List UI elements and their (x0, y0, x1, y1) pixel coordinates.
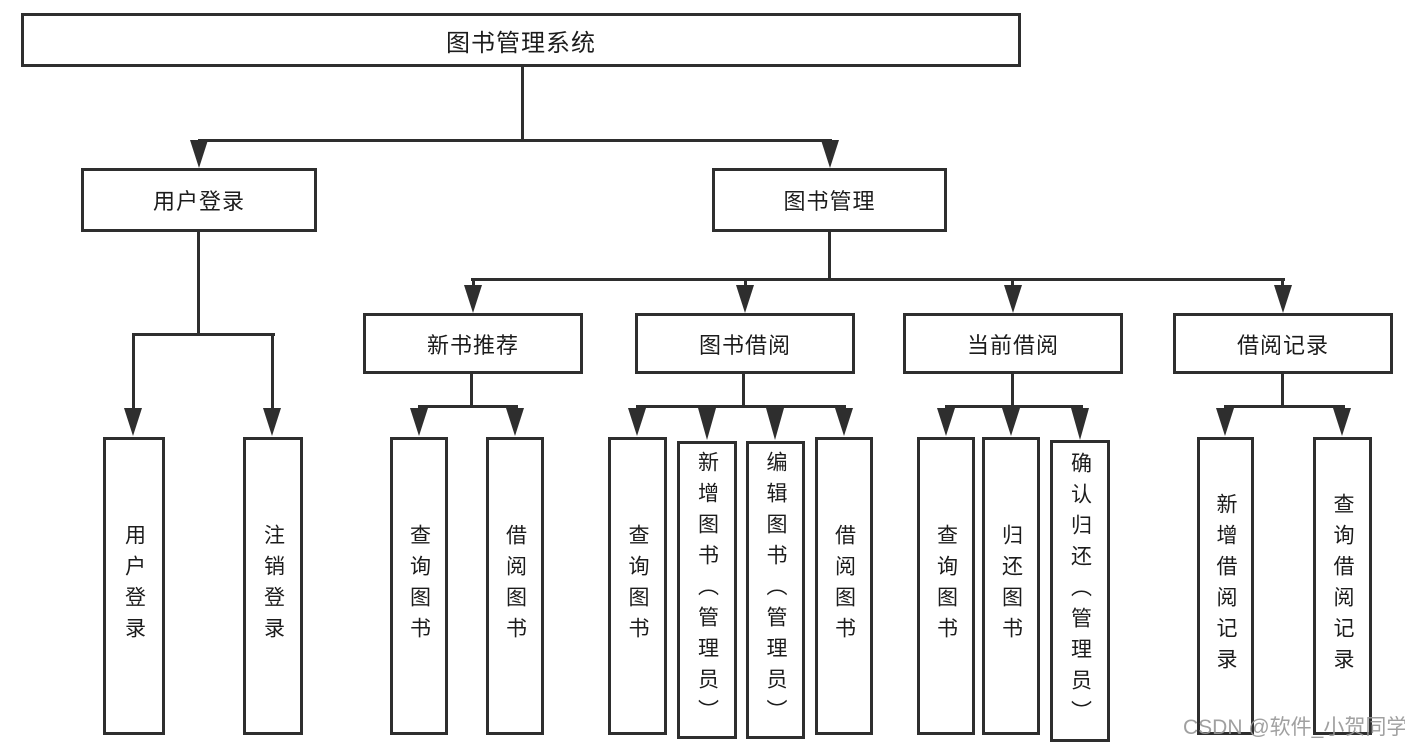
connector-arrow (628, 408, 646, 436)
connector-arrow (1216, 408, 1234, 436)
connector-line (1224, 405, 1345, 408)
leaf-nbr-query-books: 查询图书 (390, 437, 448, 735)
connector-line (418, 405, 518, 408)
connector-line (471, 278, 1285, 281)
node-new-book-recommend-label: 新书推荐 (426, 332, 519, 358)
connector-arrow (464, 285, 482, 313)
node-user-login-label: 用户登录 (152, 189, 245, 214)
leaf-bb-query-books-label: 查询图书 (626, 524, 649, 648)
connector-arrow (410, 408, 428, 436)
leaf-br-add-record-label: 新增借阅记录 (1214, 493, 1237, 679)
node-new-book-recommend: 新书推荐 (363, 313, 583, 374)
connector-line (132, 335, 135, 409)
leaf-bb-edit-books-admin: 编辑图书（管理员） (746, 441, 805, 739)
connector-line (470, 374, 473, 407)
connector-line (1011, 278, 1014, 288)
connector-line (472, 278, 475, 288)
connector-arrow (190, 140, 208, 168)
leaf-logout-login: 注销登录 (243, 437, 303, 735)
leaf-nbr-borrow-books: 借阅图书 (486, 437, 544, 735)
leaf-logout-login-label: 注销登录 (261, 524, 285, 648)
node-book-management: 图书管理 (712, 168, 947, 232)
connector-line (1281, 374, 1284, 407)
leaf-bb-add-books-admin: 新增图书（管理员） (677, 441, 737, 739)
node-user-login: 用户登录 (81, 168, 317, 232)
connector-line (636, 405, 846, 408)
leaf-nbr-borrow-books-label: 借阅图书 (503, 524, 527, 648)
node-book-management-label: 图书管理 (783, 189, 876, 214)
leaf-cb-confirm-return-admin: 确认归还（管理员） (1050, 440, 1110, 742)
connector-arrow (1002, 408, 1020, 436)
connector-arrow (263, 408, 281, 436)
node-current-borrowing: 当前借阅 (903, 313, 1123, 374)
connector-arrow (698, 408, 716, 440)
leaf-user-login-label: 用户登录 (122, 524, 146, 648)
leaf-bb-borrow-books-label: 借阅图书 (832, 524, 856, 648)
leaf-user-login: 用户登录 (103, 437, 165, 735)
connector-arrow (124, 408, 142, 436)
leaf-cb-query-books: 查询图书 (917, 437, 975, 735)
connector-line (197, 232, 200, 335)
connector-arrow (1274, 285, 1292, 313)
node-book-borrowing: 图书借阅 (635, 313, 855, 374)
leaf-cb-return-books-label: 归还图书 (999, 524, 1023, 648)
connector-line (132, 333, 275, 336)
leaf-nbr-query-books-label: 查询图书 (407, 524, 431, 648)
connector-line (1011, 374, 1014, 407)
connector-line (198, 139, 832, 142)
leaf-cb-confirm-return-admin-label: 确认归还（管理员） (1068, 451, 1092, 731)
node-root-label: 图书管理系统 (446, 29, 596, 57)
connector-arrow (1333, 408, 1351, 436)
leaf-bb-query-books: 查询图书 (608, 437, 667, 735)
leaf-br-query-record: 查询借阅记录 (1313, 437, 1372, 735)
connector-arrow (1071, 408, 1089, 440)
leaf-br-query-record-label: 查询借阅记录 (1331, 493, 1354, 679)
node-borrowing-records-label: 借阅记录 (1236, 332, 1329, 358)
leaf-bb-add-books-admin-label: 新增图书（管理员） (695, 450, 719, 730)
connector-line (271, 335, 274, 409)
leaf-bb-edit-books-admin-label: 编辑图书（管理员） (764, 450, 787, 730)
connector-line (1281, 278, 1284, 288)
leaf-bb-borrow-books: 借阅图书 (815, 437, 873, 735)
leaf-br-add-record: 新增借阅记录 (1197, 437, 1254, 735)
node-borrowing-records: 借阅记录 (1173, 313, 1393, 374)
leaf-cb-query-books-label: 查询图书 (934, 524, 958, 648)
connector-arrow (937, 408, 955, 436)
node-book-borrowing-label: 图书借阅 (698, 332, 791, 358)
leaf-cb-return-books: 归还图书 (982, 437, 1040, 735)
connector-arrow (506, 408, 524, 436)
connector-arrow (766, 408, 784, 440)
connector-line (744, 278, 747, 288)
connector-line (521, 67, 524, 142)
node-root: 图书管理系统 (21, 13, 1021, 67)
connector-arrow (821, 140, 839, 168)
connector-arrow (736, 285, 754, 313)
connector-line (742, 374, 745, 407)
connector-arrow (835, 408, 853, 436)
connector-line (828, 232, 831, 280)
csdn-watermark: CSDN @软件_小贺同学 (1183, 716, 1405, 739)
node-current-borrowing-label: 当前借阅 (966, 332, 1059, 358)
connector-line (945, 405, 1083, 408)
connector-arrow (1004, 285, 1022, 313)
